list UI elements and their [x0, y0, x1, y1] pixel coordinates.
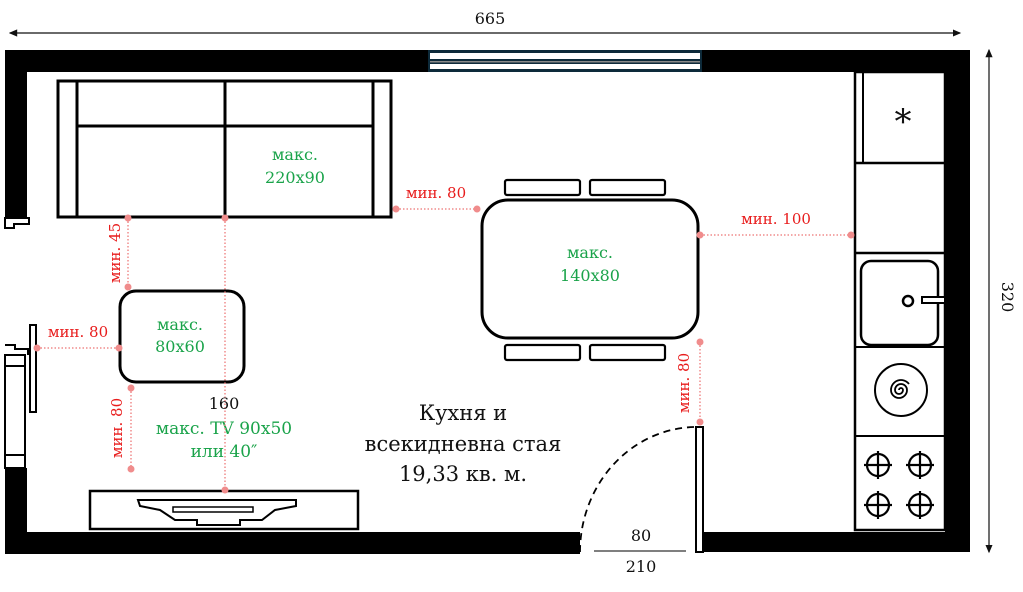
- tv-size-line2: или 40″: [191, 442, 258, 462]
- axis-160-label: 160: [209, 394, 240, 413]
- dining-table-size-line2: 140x80: [560, 266, 620, 285]
- clearance-sofa-coffee: мин. 45: [106, 223, 124, 283]
- height-dimension-label: 320: [998, 282, 1017, 313]
- door-width-label: 80: [631, 526, 651, 545]
- clearance-table-kitchen: мин. 100: [741, 210, 811, 228]
- dining-table-size-line1: макс.: [567, 243, 613, 262]
- width-dimension: 665: [8, 9, 962, 37]
- sofa: макс. 220x90: [56, 79, 393, 219]
- tv-stand: макс. TV 90x50 или 40″: [88, 419, 360, 531]
- window-left: [4, 324, 37, 469]
- clearance-dots: [33, 205, 855, 494]
- width-dimension-label: 665: [475, 9, 506, 28]
- entrance-door: 80 210: [579, 426, 704, 576]
- coffee-table-size-line2: 80x60: [155, 337, 205, 356]
- height-dimension: 320: [985, 48, 1017, 554]
- sofa-size-label-line2: 220x90: [265, 168, 325, 187]
- stove-icon: [864, 451, 934, 519]
- room-label: Кухня и всекидневна стая 19,33 кв. м.: [365, 401, 562, 486]
- window-top: [428, 50, 702, 72]
- fridge-symbol: *: [895, 102, 912, 142]
- clearance-sofa-table: мин. 80: [406, 184, 466, 202]
- clearance-table-door: мин. 80: [675, 353, 693, 413]
- coffee-table-size-line1: макс.: [157, 315, 203, 334]
- washing-machine-icon: [874, 363, 928, 417]
- clearance-lines: [37, 208, 851, 490]
- sink-icon: [859, 259, 946, 347]
- clearance-coffee-tv: мин. 80: [108, 398, 126, 458]
- room-label-line2: всекидневна стая: [365, 432, 562, 456]
- room-label-line3: 19,33 кв. м.: [399, 462, 527, 486]
- coffee-table: макс. 80x60: [118, 289, 246, 384]
- room-label-line1: Кухня и: [419, 401, 507, 425]
- sofa-size-label-line1: макс.: [272, 145, 318, 164]
- door-height-label: 210: [626, 557, 657, 576]
- walls: [5, 50, 970, 554]
- dining-table: макс. 140x80: [480, 178, 700, 362]
- wall-stub-top: [4, 217, 30, 229]
- tv-icon: [136, 499, 297, 526]
- kitchen-counter: *: [853, 70, 947, 532]
- fridge: *: [855, 72, 945, 165]
- tv-size-line1: макс. TV 90x50: [156, 419, 292, 439]
- clearance-window-coffee: мин. 80: [48, 323, 108, 341]
